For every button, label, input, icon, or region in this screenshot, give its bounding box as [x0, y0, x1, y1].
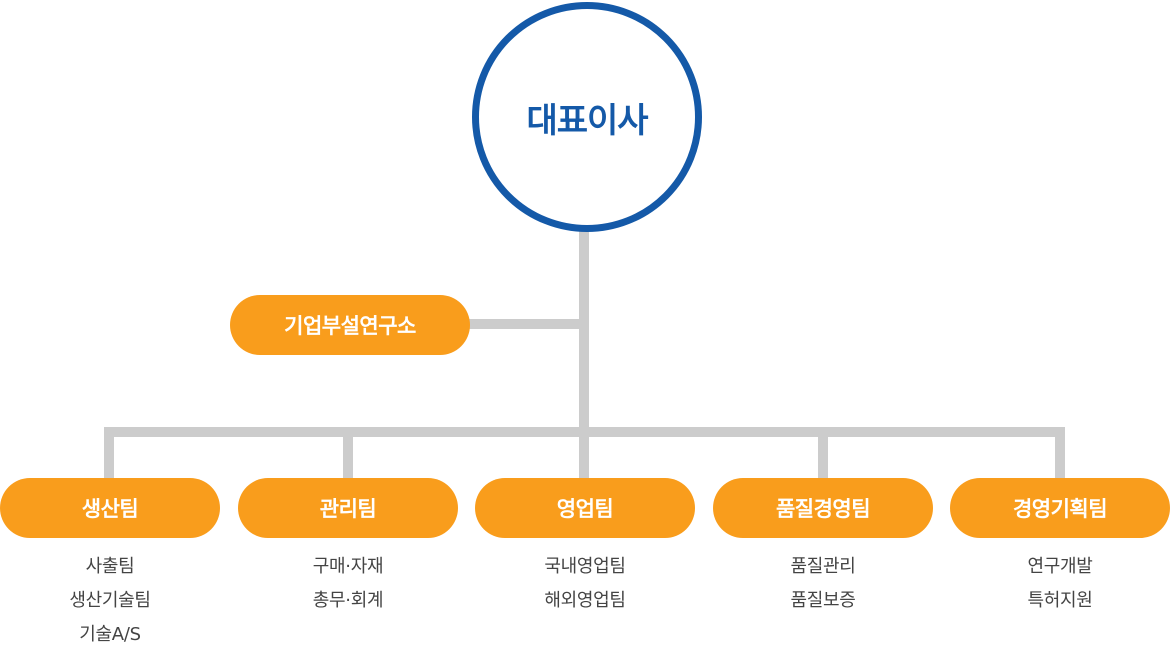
team-2-connector: [343, 427, 353, 480]
team-node-quality: 품질경영팀: [713, 478, 933, 538]
lab-horizontal-connector: [468, 319, 584, 329]
ceo-node: 대표이사: [472, 2, 702, 232]
team-subunits-production: 사출팀 생산기술팀 기술A/S: [0, 550, 220, 652]
subunit-item: 연구개발: [1027, 556, 1093, 577]
subunit-item: 사출팀: [85, 556, 135, 577]
team-label: 관리팀: [319, 497, 377, 521]
team-node-sales: 영업팀: [475, 478, 695, 538]
subunit-item: 품질보증: [790, 590, 856, 611]
subunit-item: 특허지원: [1027, 590, 1093, 611]
ceo-vertical-connector: [579, 228, 589, 480]
lab-label: 기업부설연구소: [284, 314, 416, 338]
subunit-item: 해외영업팀: [544, 590, 626, 611]
subunit-item: 품질관리: [790, 556, 856, 577]
team-label: 경영기획팀: [1012, 497, 1108, 521]
team-4-connector: [818, 427, 828, 480]
team-node-management: 관리팀: [238, 478, 458, 538]
lab-node: 기업부설연구소: [230, 295, 470, 355]
team-label: 품질경영팀: [775, 497, 871, 521]
team-subunits-planning: 연구개발 특허지원: [950, 550, 1170, 618]
subunit-item: 기술A/S: [79, 624, 141, 645]
ceo-label: 대표이사: [526, 100, 648, 141]
team-node-planning: 경영기획팀: [950, 478, 1170, 538]
teams-horizontal-connector: [104, 427, 1065, 437]
team-label: 생산팀: [81, 497, 139, 521]
subunit-item: 국내영업팀: [544, 556, 626, 577]
team-subunits-management: 구매·자재 총무·회계: [238, 550, 458, 618]
team-5-connector: [1055, 427, 1065, 480]
subunit-item: 생산기술팀: [69, 590, 151, 611]
team-1-connector: [104, 427, 114, 480]
team-subunits-sales: 국내영업팀 해외영업팀: [475, 550, 695, 618]
team-subunits-quality: 품질관리 품질보증: [713, 550, 933, 618]
team-label: 영업팀: [556, 497, 614, 521]
subunit-item: 총무·회계: [312, 590, 384, 611]
team-node-production: 생산팀: [0, 478, 220, 538]
subunit-item: 구매·자재: [312, 556, 384, 577]
